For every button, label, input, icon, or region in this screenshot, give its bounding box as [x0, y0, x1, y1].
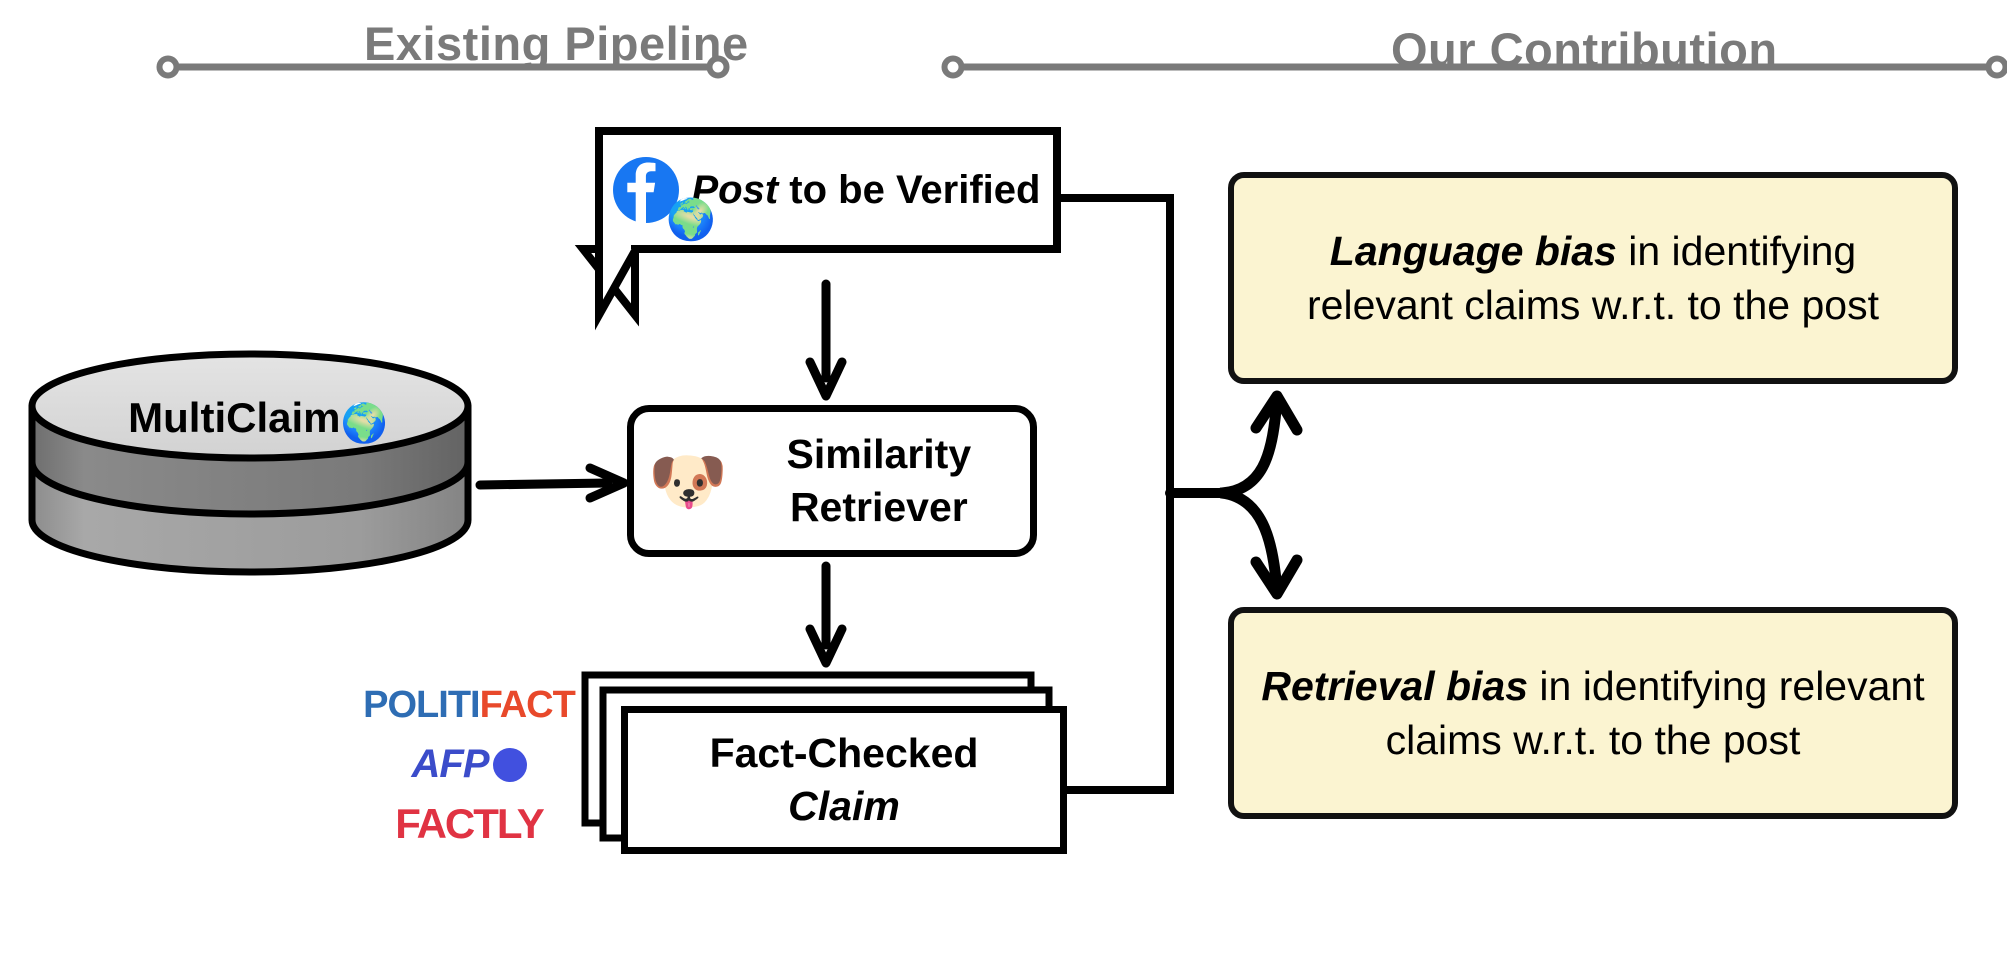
afp-logo-dot — [492, 748, 527, 782]
multiclaim-database-label: MultiClaim🌍 — [28, 394, 488, 446]
claim-line-top: Fact-Checked — [709, 729, 979, 776]
multiclaim-database-node: MultiClaim🌍 — [28, 364, 488, 572]
branch-split-arrows — [1165, 390, 1303, 600]
fact-checked-claim-node: Fact-Checked Claim — [621, 706, 1067, 854]
arrow-database-to-retriever — [475, 463, 629, 503]
claim-line-bottom: Claim — [788, 783, 900, 829]
post-node-rest: to be Verified — [778, 168, 1041, 212]
connector-post-to-branch — [1057, 194, 1174, 794]
politifact-logo-part-2: FACT — [479, 684, 576, 726]
section-title-existing-pipeline: Existing Pipeline — [364, 17, 749, 70]
arrow-post-to-retriever — [805, 279, 847, 401]
retrieval-bias-emphasis: Retrieval bias — [1261, 662, 1529, 709]
politifact-logo: POLITIFACT — [354, 684, 584, 727]
globe-icon: 🌍 — [340, 403, 388, 445]
language-bias-rest: in identifying relevant claims w.r.t. to… — [1307, 227, 1879, 328]
post-node-label: Post to be Verified — [682, 164, 1060, 216]
politifact-logo-part-1: POLITI — [363, 684, 480, 726]
post-to-be-verified-node: 🌍 Post to be Verified — [596, 128, 1060, 252]
facebook-icon: 🌍 — [610, 154, 716, 240]
language-bias-emphasis: Language bias — [1329, 227, 1617, 274]
retrieval-bias-text: Retrieval bias in identifying relevant c… — [1254, 659, 1932, 767]
multiclaim-text: MultiClaim — [128, 394, 341, 441]
puppy-icon: 🐶 — [648, 445, 728, 517]
globe-icon: 🌍 — [666, 198, 716, 242]
post-node-emphasis: Post — [691, 168, 779, 212]
language-bias-card: Language bias in identifying relevant cl… — [1228, 172, 1958, 384]
afp-logo-text: AFP — [411, 742, 490, 786]
fact-checker-logo-group: POLITIFACT AFP FACTLY — [354, 684, 584, 860]
retrieval-bias-rest: in identifying relevant claims w.r.t. to… — [1385, 662, 1925, 763]
fact-checked-claim-label: Fact-Checked Claim — [628, 727, 1060, 834]
arrow-retriever-to-claim — [805, 561, 847, 668]
similarity-retriever-node: 🐶 Similarity Retriever — [627, 405, 1037, 557]
similarity-retriever-label: Similarity Retriever — [786, 430, 972, 530]
retrieval-bias-card: Retrieval bias in identifying relevant c… — [1228, 607, 1958, 819]
section-title-our-contribution: Our Contribution — [1391, 23, 1778, 76]
language-bias-text: Language bias in identifying relevant cl… — [1254, 224, 1932, 332]
afp-logo: AFP — [354, 742, 584, 787]
factly-logo: FACTLY — [354, 800, 584, 848]
factly-logo-text: FACTLY — [395, 800, 544, 847]
